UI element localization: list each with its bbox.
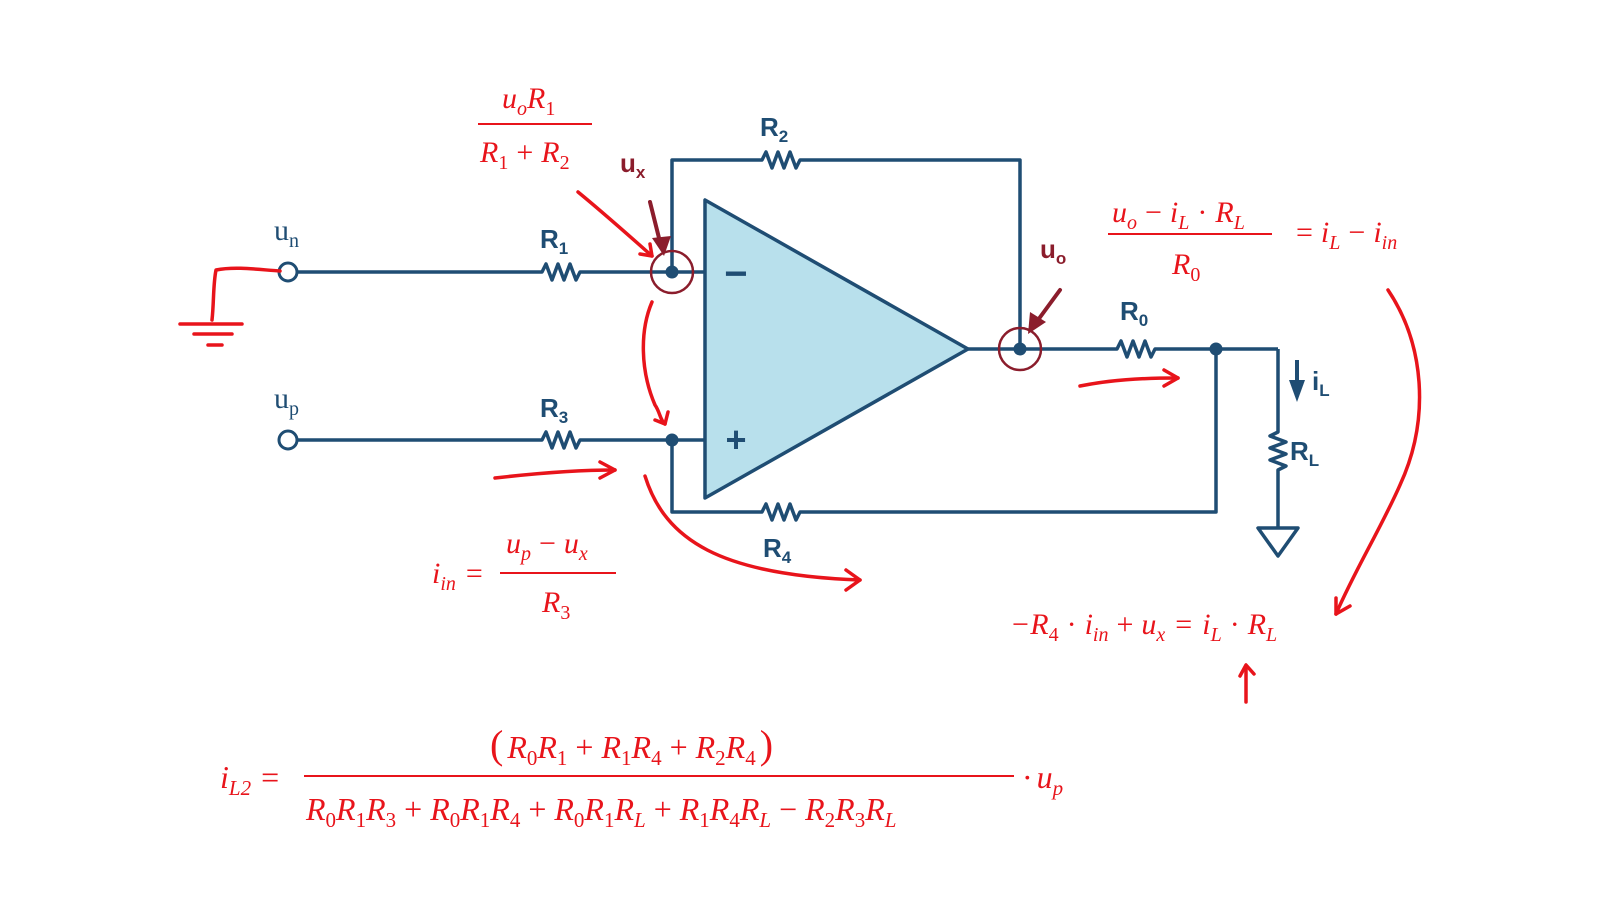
eq-result-denominator: R0R1R3+R0R1R4+R0R1RL+R1R4RL−R2R3RL xyxy=(305,791,896,832)
equation-iin: iin= up−ux R3 xyxy=(432,527,616,624)
resistor-r1 xyxy=(535,262,583,282)
handdrawn-arrow-virtual-short xyxy=(641,300,667,426)
label-ux: ux xyxy=(620,148,646,182)
uo-highlight-ring xyxy=(997,326,1043,372)
label-il: iL xyxy=(1312,366,1330,400)
uo-pointer-arrow-icon xyxy=(1028,312,1046,334)
handdrawn-arrowhead-derivation xyxy=(1334,596,1352,616)
handdrawn-arrowhead-ux xyxy=(638,242,654,258)
resistor-r2 xyxy=(755,150,803,170)
label-r1: R1 xyxy=(540,224,568,258)
handdrawn-arrow-r0-current xyxy=(1078,376,1180,388)
label-r4: R4 xyxy=(763,533,792,567)
eq-out-rhs: =iL−iin xyxy=(1296,216,1397,254)
eq-iin-lhs: iin= xyxy=(432,557,483,595)
label-uo: uo xyxy=(1040,234,1066,268)
eq-ux-numerator: uoR1 xyxy=(502,82,555,120)
eq-ux-denominator: R1+R2 xyxy=(479,136,570,174)
wire-feedback-left xyxy=(670,158,755,272)
equation-result: iL2= (R0R1+R1R4+R2R4) R0R1R3+R0R1R4+R0R1… xyxy=(220,722,1063,832)
wire-feedback-right xyxy=(803,158,1022,349)
handdrawn-arrowhead-r4-current xyxy=(844,568,862,592)
eq-out-denominator: R0 xyxy=(1171,248,1200,286)
eq-result-rhs: ·up xyxy=(1022,759,1063,800)
terminal-up xyxy=(277,429,299,451)
wire-r4-right xyxy=(803,349,1218,514)
handdrawn-arrowhead-iin xyxy=(598,460,617,480)
noninverting-sign: + xyxy=(725,419,746,460)
handdrawn-arrowhead-virtual-short xyxy=(653,410,670,426)
node-load xyxy=(1209,342,1223,356)
eq-iin-numerator: up−ux xyxy=(506,527,588,565)
eq-result-numerator: (R0R1+R1R4+R2R4) xyxy=(490,722,773,770)
resistor-rl xyxy=(1268,428,1288,472)
circuit-wires xyxy=(292,158,1280,528)
label-r2: R2 xyxy=(760,112,788,146)
uo-pointer-shaft xyxy=(1036,288,1062,322)
handdrawn-arrow-r4-current xyxy=(643,474,862,582)
ground-icon xyxy=(1256,526,1300,558)
handdrawn-arrowhead-r0-current xyxy=(1162,368,1180,388)
inverting-sign: − xyxy=(724,252,747,296)
label-rl: RL xyxy=(1290,436,1319,470)
eq-result-lhs: iL2= xyxy=(220,759,279,800)
handdrawn-ground-wire xyxy=(210,266,282,322)
current-arrow-icon xyxy=(1289,380,1305,402)
handdrawn-arrow-ux xyxy=(576,190,654,258)
resistor-r3 xyxy=(535,430,583,450)
handdrawn-arrow-derivation xyxy=(1334,288,1422,616)
label-r0: R0 xyxy=(1120,296,1148,330)
opamp-triangle xyxy=(703,198,970,500)
terminal-un xyxy=(277,261,299,283)
node-noninverting xyxy=(665,433,679,447)
equation-ux: uoR1 R1+R2 xyxy=(478,82,592,174)
label-r3: R3 xyxy=(540,393,568,427)
label-up: up xyxy=(274,382,299,420)
equation-output-current: uo−iL·RL R0 =iL−iin xyxy=(1108,196,1397,286)
node-uo xyxy=(1013,342,1027,356)
wire-r4-left xyxy=(670,440,755,514)
ux-pointer-arrow-icon xyxy=(652,236,671,256)
resistor-r4 xyxy=(755,502,803,522)
node-ux xyxy=(665,265,679,279)
label-un: un xyxy=(274,214,299,252)
handdrawn-arrowhead-up xyxy=(1238,663,1256,678)
handdrawn-arrow-iin xyxy=(493,468,617,480)
eq-iin-denominator: R3 xyxy=(541,586,570,624)
ux-highlight-ring xyxy=(649,249,695,295)
eq-out-numerator: uo−iL·RL xyxy=(1112,196,1245,234)
equation-node: −R4·iin+ux=iL·RL xyxy=(1010,608,1277,646)
resistor-r0 xyxy=(1110,339,1158,359)
